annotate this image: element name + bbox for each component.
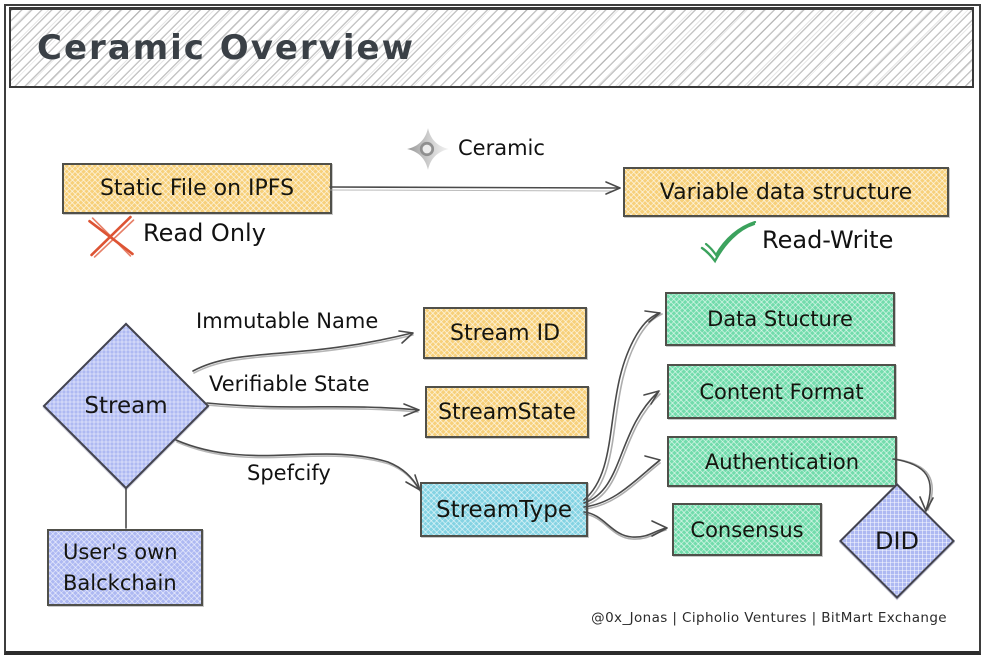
edge-label-spefcify: Spefcify (247, 461, 331, 485)
ceramic-arrow-label: Ceramic (458, 136, 545, 160)
credit-text: @0x_Jonas | Cipholio Ventures | BitMart … (591, 610, 947, 626)
node-did-diamond: DID (839, 483, 955, 599)
edge-label-immutable-name: Immutable Name (196, 309, 379, 333)
node-authentication: Authentication (667, 436, 897, 487)
node-stream-type: StreamType (420, 482, 588, 537)
read-write-check-icon (698, 220, 758, 265)
ceramic-logo-icon (405, 126, 451, 172)
node-data-structure: Data Stucture (665, 292, 895, 346)
title-bar: Ceramic Overview (9, 7, 974, 88)
did-diamond-label: DID (874, 527, 920, 555)
users-box-line1: User's own (63, 540, 178, 565)
diagram-frame (4, 4, 981, 655)
node-users-own-blockchain: User's own Balckchain (47, 529, 203, 606)
node-variable-data-structure: Variable data structure (623, 167, 949, 217)
node-consensus: Consensus (672, 503, 822, 556)
users-box-line2: Balckchain (63, 570, 177, 595)
stream-diamond-label: Stream (84, 393, 168, 419)
node-stream-diamond: Stream (42, 322, 210, 490)
read-write-label: Read-Write (762, 226, 894, 254)
node-content-format: Content Format (667, 364, 896, 419)
page-title: Ceramic Overview (37, 28, 415, 68)
read-only-x-icon (85, 214, 137, 259)
node-static-file-ipfs: Static File on IPFS (62, 163, 332, 214)
node-stream-id: Stream ID (423, 307, 587, 359)
edge-label-verifiable-state: Verifiable State (209, 372, 370, 396)
node-stream-state: StreamState (425, 386, 589, 438)
read-only-label: Read Only (143, 219, 266, 247)
